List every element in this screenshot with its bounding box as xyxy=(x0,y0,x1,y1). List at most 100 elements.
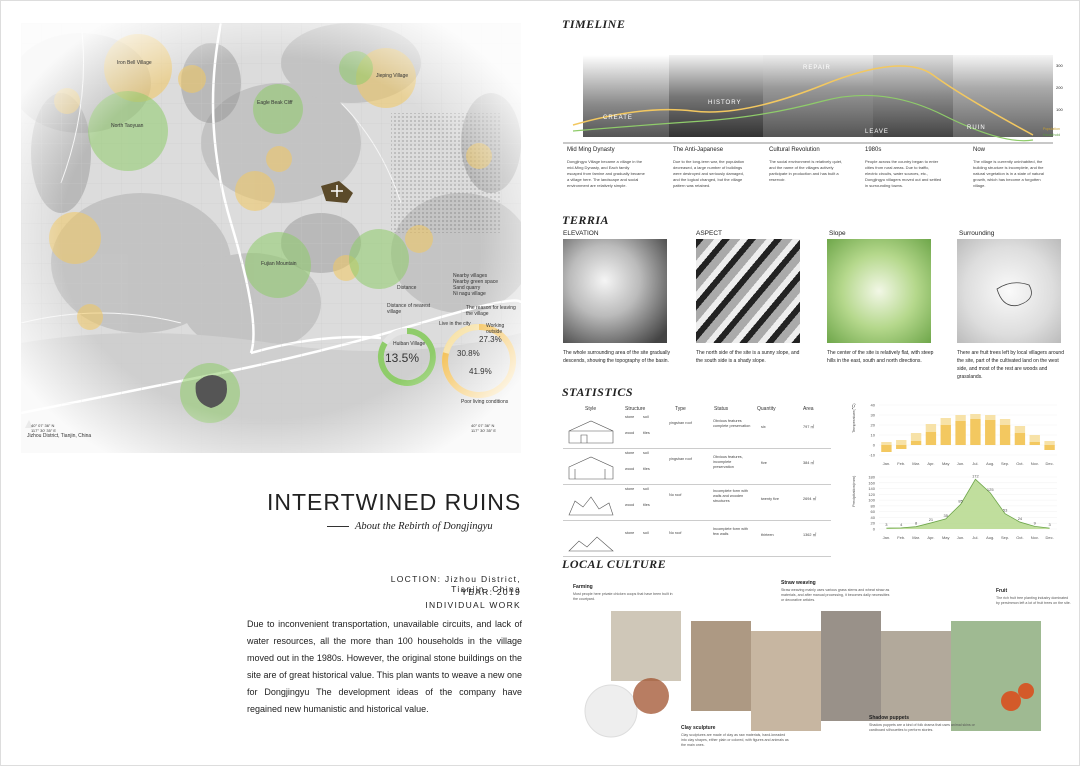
culture-title: LOCAL CULTURE xyxy=(562,557,667,571)
temp-xtick: Aug. xyxy=(986,461,994,466)
culture-label-straw: Straw weaving xyxy=(781,580,816,586)
map-graphic xyxy=(21,23,521,453)
legend-item-villages: Nearby villages xyxy=(453,273,488,279)
timeline-word-repair: REPAIR xyxy=(803,65,831,71)
culture-label-shadow: Shadow puppets xyxy=(869,715,909,721)
stat-row-2-type: yingshan roof xyxy=(669,457,692,461)
stat-row-1-sketch xyxy=(568,420,614,444)
map-label-working-outside: Working outside xyxy=(486,323,505,335)
precip-xtick: Mar. xyxy=(912,535,920,540)
temp-ytick: 0 xyxy=(873,443,876,448)
stat-row-1-structure-3: wood xyxy=(625,431,635,435)
map-coord-right-2: 117° 30' 35" E xyxy=(471,428,497,433)
temp-bar-low xyxy=(999,425,1011,445)
stat-row-2-structure-4: tiles xyxy=(643,467,650,471)
temp-xtick: Apr. xyxy=(927,461,934,466)
stat-row-1-structure-4: tiles xyxy=(643,431,650,435)
terria-text-slope: The center of the site is relatively fla… xyxy=(827,350,934,364)
map-coord-right-1: 40° 07' 36" N xyxy=(471,423,495,428)
map-label-iron-bell: Iron Bell Village xyxy=(117,60,152,66)
precip-ytick: 120 xyxy=(868,492,875,497)
timeline-title: TIMELINE xyxy=(562,17,626,31)
temp-xtick: Oct. xyxy=(1016,461,1023,466)
timeline-axis-200: 200 xyxy=(1056,85,1063,90)
precip-data-label: 4 xyxy=(900,522,903,527)
map-label-live-in-city: Live in the city xyxy=(439,321,471,327)
terria-title: TERRIA xyxy=(562,213,610,227)
precip-xtick: Oct. xyxy=(1016,535,1023,540)
precip-data-label: 8 xyxy=(915,521,918,526)
temp-ytick: 30 xyxy=(871,413,876,418)
legend-item-green: Nearby green space xyxy=(453,279,499,285)
timeline-photo-5 xyxy=(953,55,1053,137)
map-label-jieping: Jieping Village xyxy=(376,73,409,79)
stat-row-4-status: Incomplete form with few walls xyxy=(713,527,749,536)
temp-bar-high xyxy=(955,415,966,421)
temp-xtick: Jan. xyxy=(883,461,891,466)
temp-bar-high xyxy=(1029,435,1040,442)
precip-data-label: 35 xyxy=(944,513,949,518)
stat-row-3-structure-1: stone xyxy=(625,487,635,491)
temp-bar-low xyxy=(970,419,981,445)
temperature-chart-svg: Temperature(℃)403020100-10Jan.Feb.Mar.Ap… xyxy=(851,403,1057,466)
precip-data-label: 21 xyxy=(929,517,934,522)
temp-bar-high xyxy=(970,414,981,419)
temp-xtick: Nov. xyxy=(1031,461,1039,466)
stat-row-4-quantity: thirteen xyxy=(761,533,774,537)
temp-ytick: -10 xyxy=(869,453,876,458)
terria-text-elevation: The whole surrounding area of the site g… xyxy=(563,350,671,364)
era-2-text: Due to the long-term war, the population… xyxy=(673,159,745,188)
stat-row-4-structure-2: soil xyxy=(643,531,649,535)
precip-data-label: 9 xyxy=(1034,520,1037,525)
precip-ytick: 160 xyxy=(868,480,875,485)
temp-bar-high xyxy=(1014,426,1026,433)
stat-head-style: Style xyxy=(585,406,597,412)
timeline-strip: CREATE HISTORY REPAIR LEAVE RUIN 300 200… xyxy=(563,45,1063,145)
stat-row-4-area: 1362 ㎡ xyxy=(803,533,817,537)
temp-xtick: Dec. xyxy=(1045,461,1053,466)
temp-bar-high xyxy=(985,415,996,420)
stat-row-3-sketch xyxy=(568,496,614,516)
culture-text-fruit: The rich fruit tree planting industry do… xyxy=(996,596,1071,605)
precip-ytick: 80 xyxy=(871,503,876,508)
timeline-photo-2 xyxy=(669,55,769,137)
terria-label-elevation: ELEVATION xyxy=(563,230,599,237)
temp-xtick: Jun. xyxy=(957,461,965,466)
stat-row-1: stone soil wood tiles yingshan roof Obvi… xyxy=(563,413,831,449)
terria-image-surrounding xyxy=(957,239,1061,343)
map-coord-left-2: 117° 30' 35" E xyxy=(31,428,57,433)
stat-head-quantity: Quantity xyxy=(757,406,776,412)
terria-surrounding-shape xyxy=(996,282,1032,307)
map-label-ring-note: Distance of nearest village xyxy=(387,303,431,315)
culture-text-shadow: Shadow puppets are a kind of folk drama … xyxy=(869,723,975,732)
temp-bar-low xyxy=(925,432,937,445)
terria-image-elevation xyxy=(563,239,667,343)
meta-work: INDIVIDUAL WORK xyxy=(425,600,521,610)
stat-row-2-status: Obvious features, incomplete preservatio… xyxy=(713,455,743,469)
terria-text-aspect: The north side of the site is a sunny sl… xyxy=(696,350,800,364)
stat-row-2-sketch xyxy=(568,456,614,480)
stat-row-1-quantity: six xyxy=(761,425,766,429)
stat-row-3: stone soil wood tiles No roof Incomplete… xyxy=(563,485,831,521)
precip-xtick: Nov. xyxy=(1031,535,1039,540)
stat-row-4-sketch xyxy=(568,536,614,552)
stat-row-3-structure-4: tiles xyxy=(643,503,650,507)
temp-bar-high xyxy=(940,418,951,425)
era-2-name: The Anti-Japanese xyxy=(673,147,724,153)
era-1-name: Mid Ming Dynasty xyxy=(567,147,615,153)
stat-row-2-structure-3: wood xyxy=(625,467,635,471)
stat-head-structure: Structure xyxy=(625,406,646,412)
page-title: INTERTWINED RUINS xyxy=(267,489,522,515)
temp-ytick: 40 xyxy=(871,403,876,408)
stat-row-3-structure-2: soil xyxy=(643,487,649,491)
ring-orange-value-3: 41.9% xyxy=(469,367,492,376)
temp-xtick: Sep. xyxy=(1001,461,1009,466)
temp-bar-low xyxy=(896,445,907,449)
stat-row-3-status: Incomplete form with walls and wooden st… xyxy=(713,489,749,503)
precip-ytick: 180 xyxy=(868,475,875,480)
terria-text-surrounding: There are fruit trees left by local vill… xyxy=(957,350,1064,380)
temp-bar-high xyxy=(896,440,907,445)
